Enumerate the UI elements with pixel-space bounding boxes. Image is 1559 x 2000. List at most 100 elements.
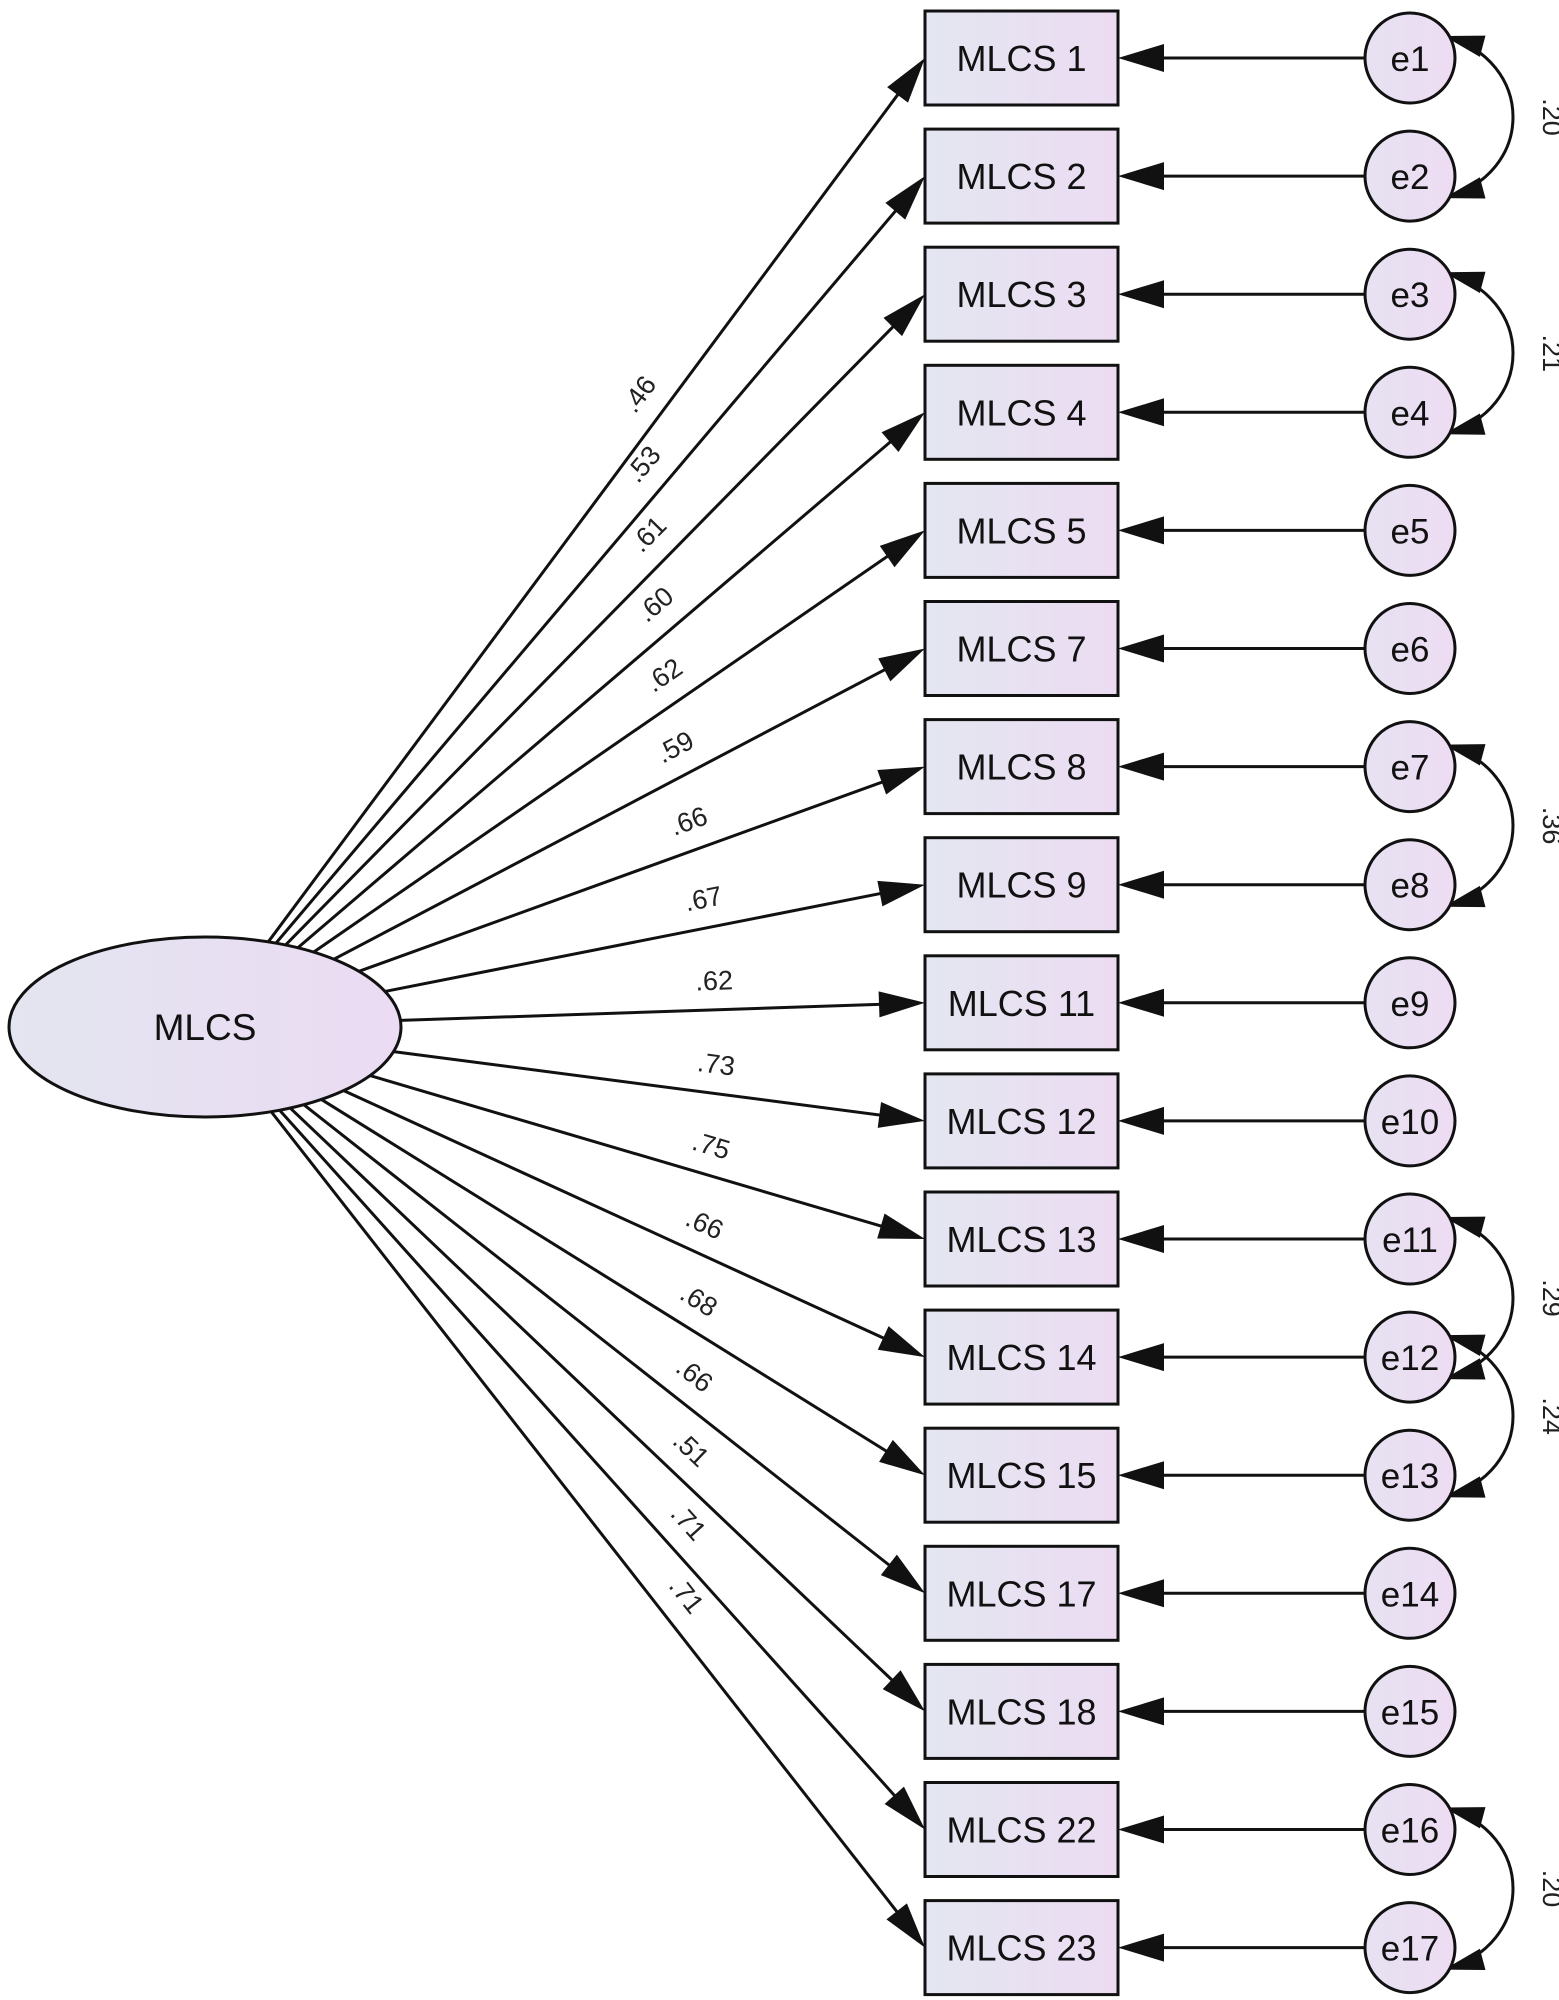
covariance-value: .20 — [1537, 1870, 1559, 1908]
indicator-label: MLCS 9 — [956, 865, 1086, 906]
paths-layer — [267, 34, 1515, 1972]
error-arrowhead — [1118, 1579, 1164, 1608]
error-term-label: e17 — [1381, 1930, 1439, 1969]
indicator-label: MLCS 4 — [956, 392, 1086, 433]
error-term-circle — [1363, 129, 1457, 223]
error-arrowhead — [1118, 1461, 1164, 1490]
indicator-box — [923, 1426, 1120, 1524]
indicator-label: MLCS 13 — [946, 1219, 1096, 1260]
loading-value: .66 — [670, 1352, 718, 1399]
loading-path — [289, 1106, 913, 1701]
indicator-box — [923, 1899, 1120, 1997]
loading-arrowhead — [877, 1326, 925, 1358]
covariance-arrowhead — [1444, 35, 1486, 57]
covariance-value: .24 — [1537, 1397, 1559, 1435]
error-arrowhead — [1118, 44, 1164, 72]
loading-arrowhead — [879, 1439, 925, 1476]
error-term-circle — [1363, 1074, 1457, 1168]
loading-value: .68 — [675, 1278, 723, 1323]
error-arrowhead — [1118, 1225, 1164, 1253]
loading-path — [274, 188, 915, 945]
error-arrowhead — [1118, 280, 1164, 309]
indicator-label: MLCS 5 — [956, 510, 1086, 551]
loading-arrowhead — [883, 294, 925, 337]
loading-value: .62 — [640, 652, 688, 698]
error-term-circle — [1363, 1310, 1457, 1404]
loading-arrowhead — [877, 880, 925, 907]
error-term-label: e12 — [1381, 1339, 1439, 1378]
covariance-arrowhead — [1444, 1334, 1486, 1356]
error-term-circle — [1363, 1664, 1457, 1758]
indicator-label: MLCS 12 — [946, 1101, 1096, 1142]
indicator-label: MLCS 17 — [946, 1573, 1096, 1614]
loading-path — [267, 71, 916, 943]
covariance-arrowhead — [1444, 1476, 1486, 1498]
error-arrowhead — [1118, 516, 1164, 545]
indicator-label: MLCS 15 — [946, 1455, 1096, 1496]
indicator-label: MLCS 22 — [946, 1810, 1096, 1851]
error-arrowhead — [1118, 1106, 1164, 1135]
covariance-value: .36 — [1537, 807, 1559, 845]
error-arrowhead — [1118, 1815, 1164, 1844]
error-term-label: e11 — [1382, 1221, 1438, 1260]
error-term-circle — [1363, 1428, 1457, 1522]
covariance-arrowhead — [1444, 1807, 1486, 1829]
error-term-circle — [1363, 602, 1457, 695]
nodes-layer: MLCS — [7, 9, 1457, 1997]
loading-value: .75 — [689, 1126, 733, 1165]
indicator-box — [923, 1308, 1120, 1406]
loading-path — [270, 1110, 916, 1935]
error-term-circle — [1363, 720, 1457, 814]
error-term-circle — [1363, 838, 1457, 932]
covariance-value: .29 — [1537, 1279, 1559, 1317]
error-term-label: e2 — [1391, 158, 1430, 197]
indicator-box — [923, 718, 1120, 816]
error-term-label: e9 — [1391, 985, 1430, 1024]
loading-value: .59 — [651, 725, 698, 769]
covariance-arrowhead — [1444, 1216, 1486, 1238]
error-arrowhead — [1118, 398, 1164, 427]
covariance-arrowhead — [1444, 885, 1486, 908]
error-arrowhead — [1118, 1343, 1164, 1372]
indicator-box — [923, 1072, 1120, 1170]
loading-value: .53 — [620, 440, 667, 488]
loading-arrowhead — [880, 1554, 925, 1594]
error-term-circle — [1363, 1546, 1457, 1640]
loading-arrowhead — [877, 766, 925, 795]
loading-value: .66 — [666, 801, 712, 842]
loading-path — [278, 1109, 915, 1818]
loading-value: .46 — [616, 370, 662, 418]
loading-path — [393, 1050, 908, 1121]
loading-arrowhead — [887, 58, 925, 103]
loading-value: .67 — [682, 881, 725, 918]
loading-path — [358, 771, 909, 973]
error-term-label: e1 — [1391, 40, 1430, 79]
loading-path — [296, 422, 913, 949]
indicator-label: MLCS 3 — [956, 274, 1086, 315]
covariance-arrowhead — [1444, 1358, 1486, 1380]
loading-path — [320, 1098, 911, 1467]
indicator-box — [923, 954, 1120, 1052]
indicator-box — [923, 1190, 1120, 1288]
covariance-value: .21 — [1537, 334, 1559, 372]
error-arrowhead — [1118, 1933, 1164, 1962]
loading-arrowhead — [884, 1786, 925, 1830]
latent-factor-label: MLCS — [154, 1007, 257, 1048]
loading-arrowhead — [885, 176, 925, 220]
error-arrowhead — [1118, 1697, 1164, 1726]
loading-path — [384, 886, 908, 993]
loading-arrowhead — [881, 412, 925, 453]
error-term-label: e4 — [1391, 394, 1430, 433]
covariance-arrowhead — [1444, 413, 1486, 435]
indicator-box — [923, 481, 1120, 579]
covariance-value: .20 — [1537, 98, 1559, 136]
indicator-label: MLCS 23 — [946, 1928, 1096, 1969]
indicator-box — [923, 127, 1120, 225]
error-term-label: e13 — [1381, 1457, 1439, 1496]
error-term-circle — [1363, 247, 1457, 341]
loading-arrowhead — [878, 991, 925, 1018]
error-term-circle — [1363, 365, 1457, 459]
covariance-arrowhead — [1444, 744, 1486, 766]
error-arrowhead — [1118, 162, 1164, 191]
indicator-label: MLCS 18 — [946, 1691, 1096, 1732]
